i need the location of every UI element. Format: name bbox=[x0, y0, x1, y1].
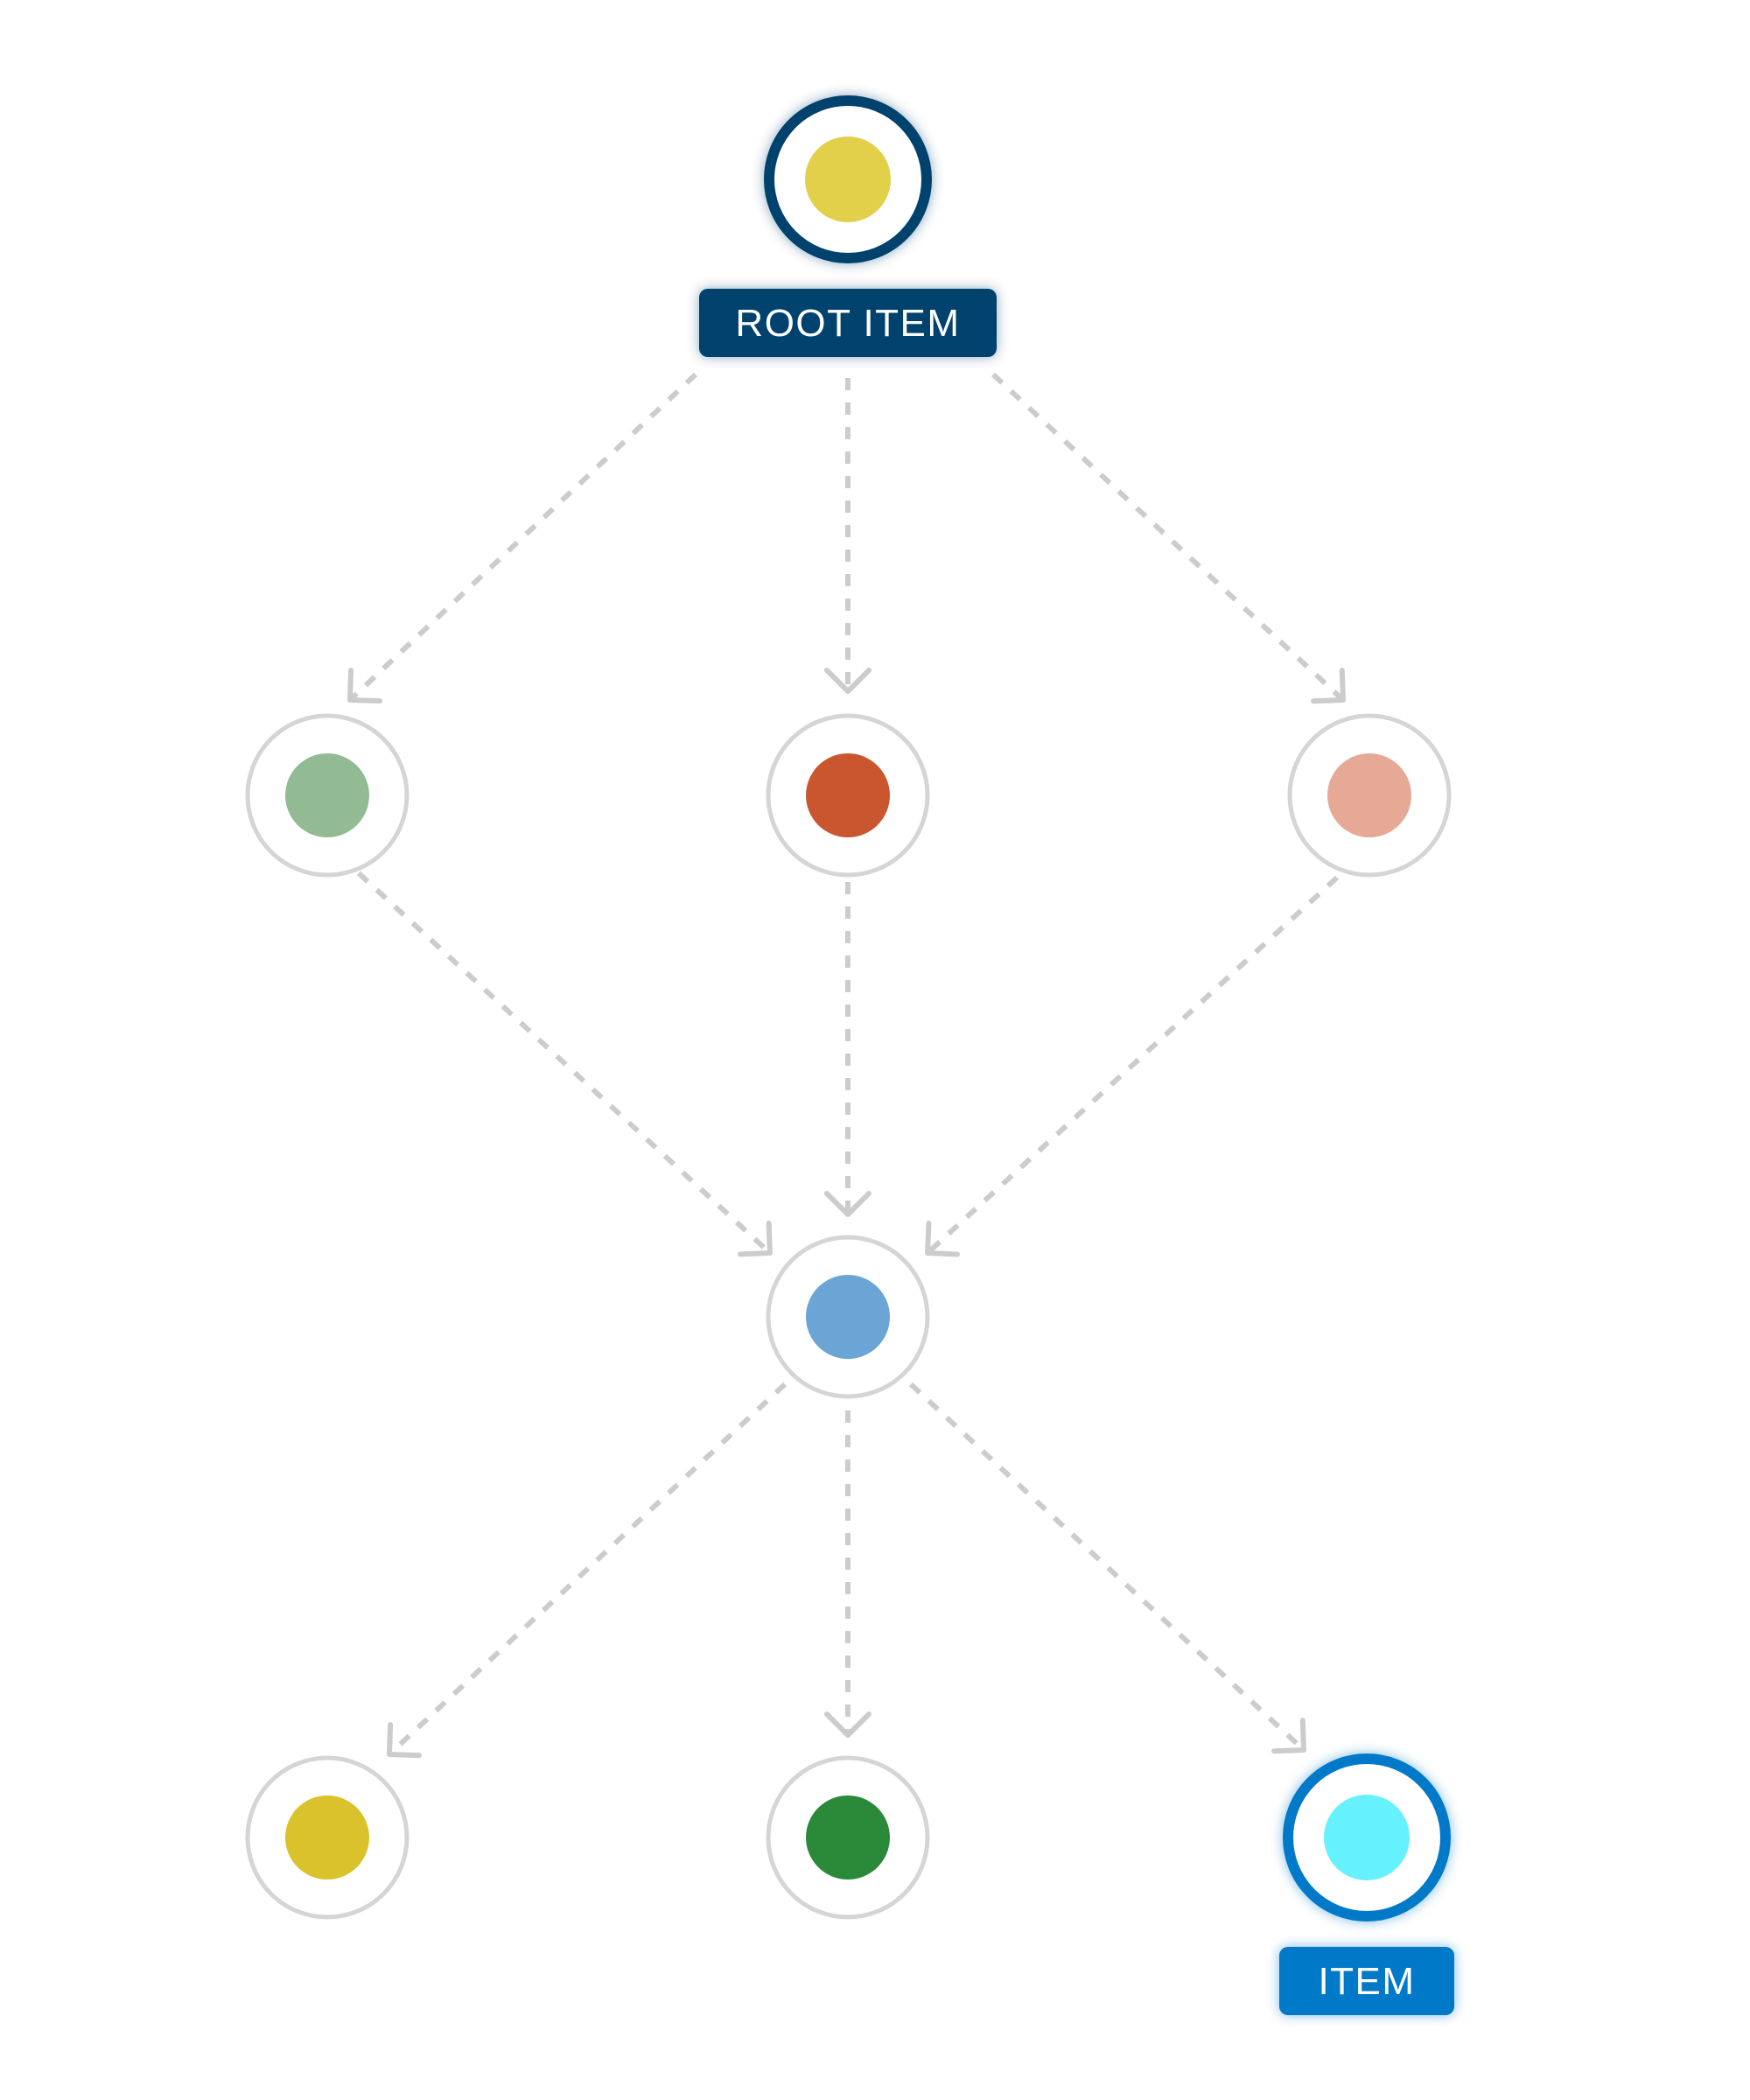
nodes-layer: ROOT ITEM ITEM bbox=[245, 95, 1454, 2015]
node-label-text: ROOT ITEM bbox=[735, 302, 960, 345]
label-badge bbox=[1279, 1947, 1454, 2015]
edge-mid-r-to-hub bbox=[925, 875, 1340, 1257]
arrowhead-icon bbox=[823, 667, 872, 694]
node-dot bbox=[805, 136, 891, 222]
edge-mid-c-to-hub bbox=[823, 882, 872, 1217]
edge-mid-l-to-hub bbox=[356, 871, 773, 1257]
edge-root-to-mid-l bbox=[347, 372, 698, 704]
node-dot bbox=[1327, 753, 1411, 837]
node-dot bbox=[806, 753, 890, 837]
node-label-text: ITEM bbox=[1318, 1960, 1415, 2003]
root-node[interactable]: ROOT ITEM bbox=[699, 95, 997, 357]
node-dot bbox=[285, 1796, 369, 1880]
green-node[interactable] bbox=[245, 713, 410, 878]
arrowhead-icon bbox=[1311, 668, 1346, 704]
arrowhead-icon bbox=[823, 1190, 872, 1217]
arrowhead-icon bbox=[925, 1221, 960, 1257]
label-badge bbox=[699, 289, 997, 357]
arrowhead-icon bbox=[347, 668, 382, 704]
edge-hub-to-leaf-c bbox=[823, 1410, 872, 1738]
edge-hub-to-leaf-l bbox=[387, 1382, 788, 1759]
arrowhead-icon bbox=[1271, 1718, 1306, 1754]
blue-node[interactable] bbox=[766, 1235, 930, 1399]
node-dot bbox=[285, 753, 369, 837]
orange-node[interactable] bbox=[766, 713, 930, 878]
edge-hub-to-leaf-r bbox=[908, 1382, 1306, 1754]
cyan-node[interactable]: ITEM bbox=[1279, 1754, 1454, 2015]
edge-root-to-mid-r bbox=[990, 372, 1346, 704]
arrowhead-icon bbox=[738, 1221, 773, 1257]
mustard-node[interactable] bbox=[245, 1755, 410, 1920]
arrowhead-icon bbox=[823, 1711, 872, 1738]
item-label: ITEM bbox=[1279, 1947, 1454, 2015]
dark-green-node[interactable] bbox=[766, 1755, 930, 1920]
arrowhead-icon bbox=[387, 1722, 422, 1759]
edge-root-to-mid-c bbox=[823, 378, 872, 694]
node-dot bbox=[806, 1275, 890, 1359]
edges-layer bbox=[347, 372, 1346, 1759]
salmon-node[interactable] bbox=[1287, 713, 1452, 878]
node-dot bbox=[1324, 1795, 1410, 1880]
root-item-label: ROOT ITEM bbox=[699, 289, 997, 357]
node-dot bbox=[806, 1796, 890, 1880]
